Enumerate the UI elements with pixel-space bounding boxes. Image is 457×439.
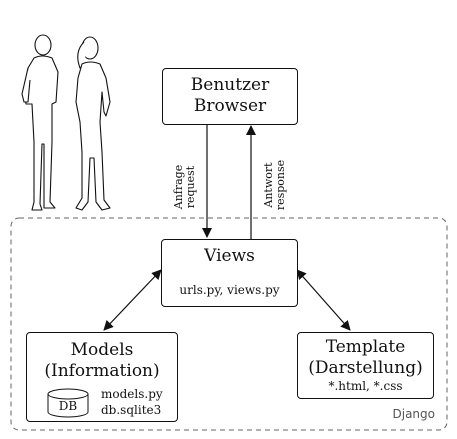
people-icon [21,34,111,211]
template-box: Template (Darstellung) *.html, *.css [297,332,434,399]
browser-label-line2: Browser [193,96,267,116]
template-files: *.html, *.css [328,379,403,393]
template-title-line1: Template [325,337,406,357]
views-template-arrow [296,269,351,331]
database-label: DB [58,399,78,413]
views-box: Views urls.py, views.py [161,239,298,307]
request-label-line2: request [184,165,197,209]
database-icon: DB [47,388,89,418]
response-label: Antwort response [262,153,289,217]
template-title-line2: (Darstellung) [308,358,423,378]
models-title-line2: (Information) [44,361,160,381]
request-label: Anfrage request [172,157,199,217]
django-label: Django [392,407,436,421]
models-file-models: models.py [101,387,163,401]
models-file-db: db.sqlite3 [101,403,162,417]
views-models-arrow [103,269,162,331]
models-box: Models (Information) DB models.py db.sql… [26,332,178,422]
browser-label-line1: Benutzer [190,75,270,95]
django-boundary [10,217,448,431]
models-title-line1: Models [70,340,134,360]
views-title: Views [204,246,255,266]
browser-box: Benutzer Browser [162,68,298,125]
views-files: urls.py, views.py [179,283,280,297]
response-label-line2: response [274,159,287,211]
